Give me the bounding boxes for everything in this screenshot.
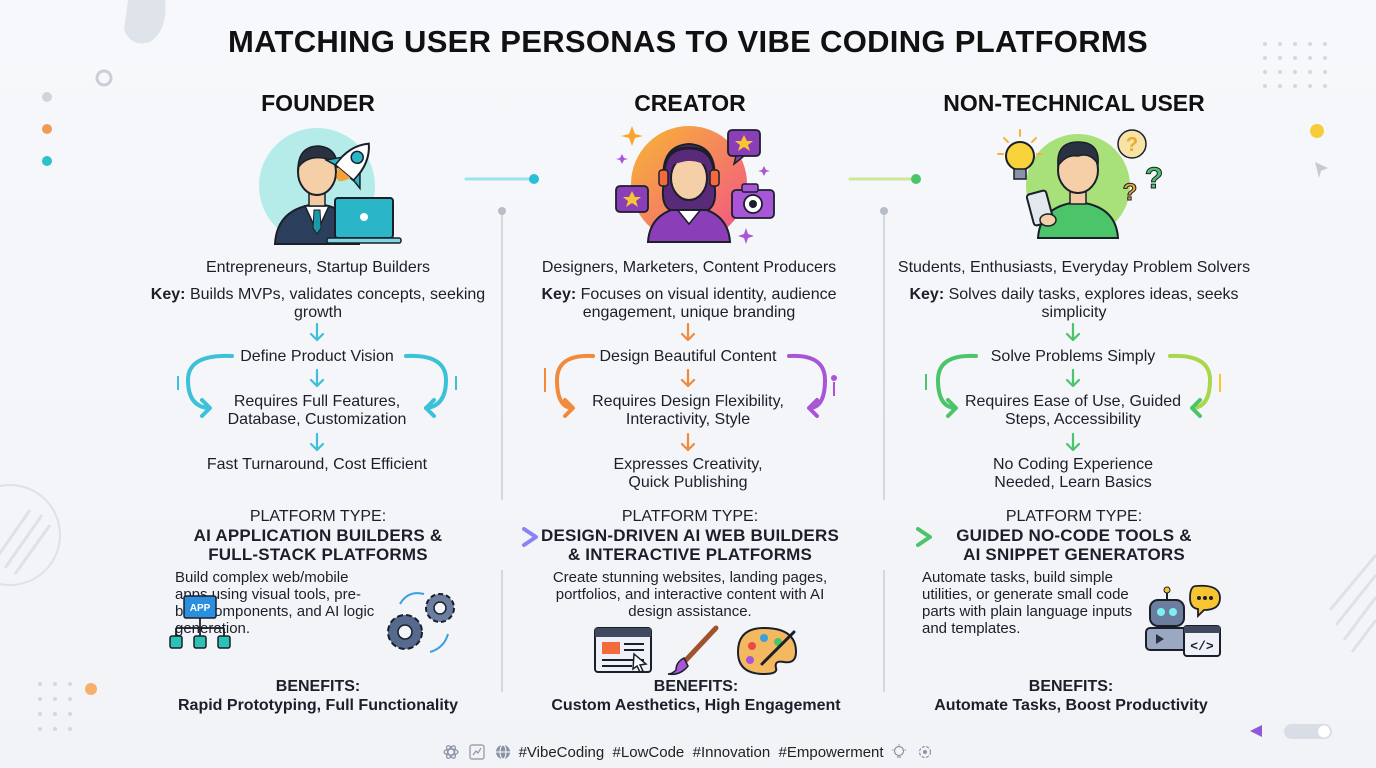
creator-platform-label: PLATFORM TYPE: [621,508,759,525]
star-bubble-icon [615,129,761,213]
founder-step-1: Define Product Vision [240,348,394,365]
founder-platform-illustration: APP [169,592,455,653]
svg-text:?: ? [1145,162,1163,195]
founder-benefits-label: BENEFITS: [275,678,361,695]
creator-benefits: Custom Aesthetics, High Engagement [551,697,841,714]
nontech-step-2: Requires Ease of Use, Guided Steps, Acce… [964,393,1182,428]
nontech-platform-label: PLATFORM TYPE: [1005,508,1143,525]
founder-step-3: Fast Turnaround, Cost Efficient [206,456,428,473]
nontech-step-3: No Coding Experience Needed, Learn Basic… [992,456,1154,491]
creator-platform-type: DESIGN-DRIVEN AI WEB BUILDERS & INTERACT… [541,526,839,564]
creator-audience: Designers, Marketers, Content Producers [541,259,837,276]
nontech-illustration: ? ? ? [997,129,1164,239]
rocket-icon [324,142,370,191]
creator-illustration [615,126,775,244]
webpage-icon [594,627,652,673]
nontech-benefits-label: BENEFITS: [1028,678,1114,695]
code-window-icon: </> [1183,625,1221,657]
founder-step-2: Requires Full Features, Database, Custom… [227,393,407,428]
nontech-key: Key: Solves daily tasks, explores ideas,… [909,286,1239,321]
laptop-icon [326,197,402,244]
founder-platform-label: PLATFORM TYPE: [249,508,387,525]
idea-bulb-icon [891,744,907,760]
gears-icon [387,592,455,653]
nontech-step-1: Solve Problems Simply [990,348,1156,365]
globe-icon [495,744,511,760]
founder-title: FOUNDER [261,90,375,116]
nontech-title: NON-TECHNICAL USER [943,90,1205,116]
footer-hashtags: #VibeCoding #LowCode #Innovation #Empowe… [0,744,1376,761]
nontech-platform-illustration: </> [1145,584,1221,657]
app-hierarchy-icon: APP [169,595,231,649]
app-badge-text: APP [190,603,211,614]
nontech-benefits: Automate Tasks, Boost Productivity [934,697,1208,714]
creator-platform-illustration [594,625,798,676]
nontech-platform-type: GUIDED NO-CODE TOOLS & AI SNIPPET GENERA… [956,526,1192,564]
founder-description: Build complex web/mobile apps using visu… [175,569,375,637]
atom-icon [443,744,459,760]
question-marks-icon: ? ? ? [1117,129,1164,207]
nontech-audience: Students, Enthusiasts, Everyday Problem … [897,259,1251,276]
brain-gear-icon [917,744,933,760]
creator-step-3: Expresses Creativity, Quick Publishing [613,456,763,491]
nontech-flow-arrows [925,322,1221,452]
founder-audience: Entrepreneurs, Startup Builders [205,259,431,276]
creator-benefits-label: BENEFITS: [653,678,739,695]
hashtags-text: #VibeCoding #LowCode #Innovation #Empowe… [518,744,884,761]
page-title: MATCHING USER PERSONAS TO VIBE CODING PL… [227,24,1149,59]
founder-benefits: Rapid Prototyping, Full Functionality [178,697,458,714]
camera-icon [731,183,775,219]
founder-illustration [259,128,402,245]
user-phone-icon [1025,141,1120,239]
paintbrush-icon [667,625,719,676]
creator-key: Key: Focuses on visual identity, audienc… [541,286,837,321]
nontech-description: Automate tasks, build simple utilities, … [922,569,1133,637]
lightbulb-icon [997,129,1043,180]
svg-text:?: ? [1123,179,1138,206]
creator-headset-icon [646,142,732,243]
founder-flow-arrows [177,322,457,452]
chart-icon [469,744,485,760]
svg-text:?: ? [1126,134,1138,156]
svg-text:</>: </> [1190,639,1214,654]
founder-platform-type: AI APPLICATION BUILDERS & FULL-STACK PLA… [193,526,443,564]
robot-icon [1145,584,1221,651]
creator-title: CREATOR [634,90,746,116]
palette-icon [736,626,798,676]
creator-flow-arrows [544,322,837,452]
founder-key: Key: Builds MVPs, validates concepts, se… [150,286,486,321]
creator-step-1: Design Beautiful Content [599,348,777,365]
creator-step-2: Requires Design Flexibility, Interactivi… [592,393,784,428]
creator-description: Create stunning websites, landing pages,… [552,569,828,620]
